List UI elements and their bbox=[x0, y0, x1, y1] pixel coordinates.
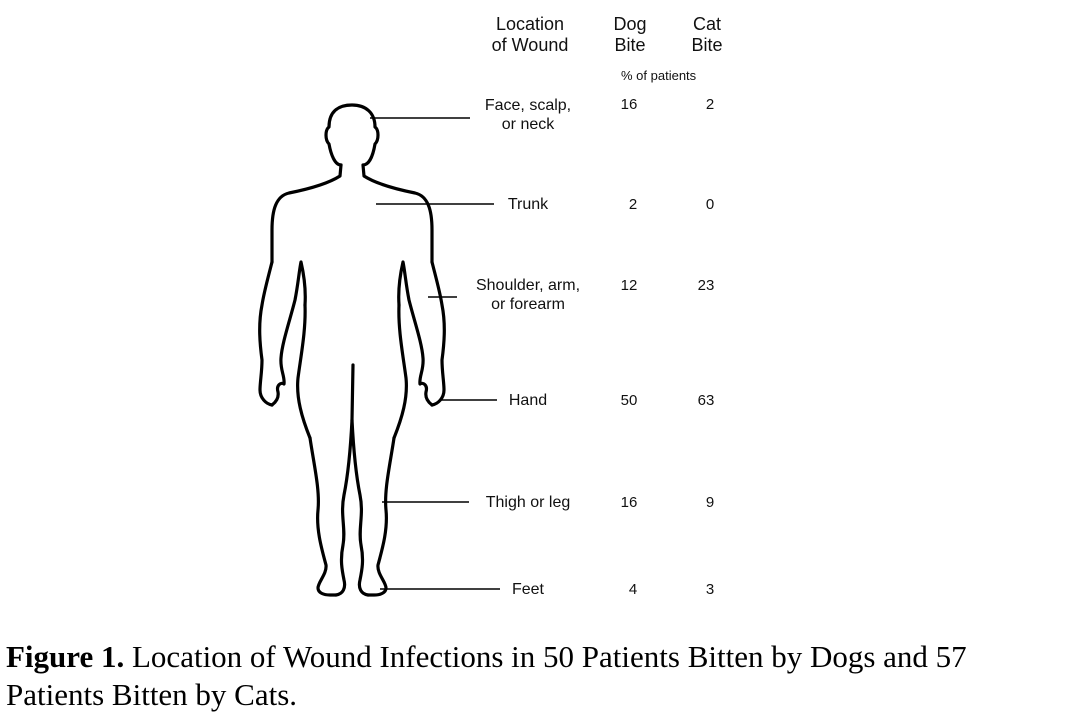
right-arm-inner bbox=[397, 260, 434, 407]
right-leg-inner bbox=[350, 418, 370, 597]
row-dog-arm: 12 bbox=[620, 277, 638, 294]
left-arm-inner bbox=[270, 260, 307, 407]
row-cat-trunk: 0 bbox=[705, 196, 715, 213]
left-leg-inner bbox=[334, 363, 355, 597]
row-cat-feet: 3 bbox=[705, 581, 715, 598]
head-outline bbox=[324, 103, 434, 264]
row-label-leg: Thigh or leg bbox=[485, 494, 571, 511]
row-dog-hand: 50 bbox=[620, 392, 638, 409]
figure-number: Figure 1. bbox=[6, 639, 125, 674]
row-label-feet: Feet bbox=[511, 581, 544, 598]
left-arm-outer bbox=[258, 260, 274, 407]
right-leg-outer bbox=[366, 436, 396, 597]
header-dog-bite: Dog Bite bbox=[613, 14, 647, 55]
caption-text: Location of Wound Infections in 50 Patie… bbox=[6, 639, 967, 712]
left-leg-outer bbox=[308, 436, 338, 597]
row-cat-leg: 9 bbox=[705, 494, 715, 511]
header-location: Location of Wound bbox=[491, 14, 569, 55]
row-label-hand: Hand bbox=[508, 392, 548, 409]
row-dog-feet: 4 bbox=[628, 581, 638, 598]
row-cat-arm: 23 bbox=[697, 277, 715, 294]
right-arm-outer bbox=[430, 260, 446, 407]
figure-caption: Figure 1. Location of Wound Infections i… bbox=[6, 638, 1066, 714]
torso-left bbox=[296, 303, 312, 440]
row-label-face: Face, scalp, or neck bbox=[484, 97, 572, 133]
row-label-arm: Shoulder, arm, or forearm bbox=[475, 277, 581, 313]
row-dog-leg: 16 bbox=[620, 494, 638, 511]
header-cat-bite: Cat Bite bbox=[691, 14, 723, 55]
row-label-trunk: Trunk bbox=[507, 196, 549, 213]
row-dog-trunk: 2 bbox=[628, 196, 638, 213]
row-dog-face: 16 bbox=[620, 96, 638, 113]
row-cat-hand: 63 bbox=[697, 392, 715, 409]
units-label: % of patients bbox=[621, 68, 697, 83]
neck-left bbox=[270, 163, 343, 264]
torso-right bbox=[392, 303, 408, 440]
row-cat-face: 2 bbox=[705, 96, 715, 113]
